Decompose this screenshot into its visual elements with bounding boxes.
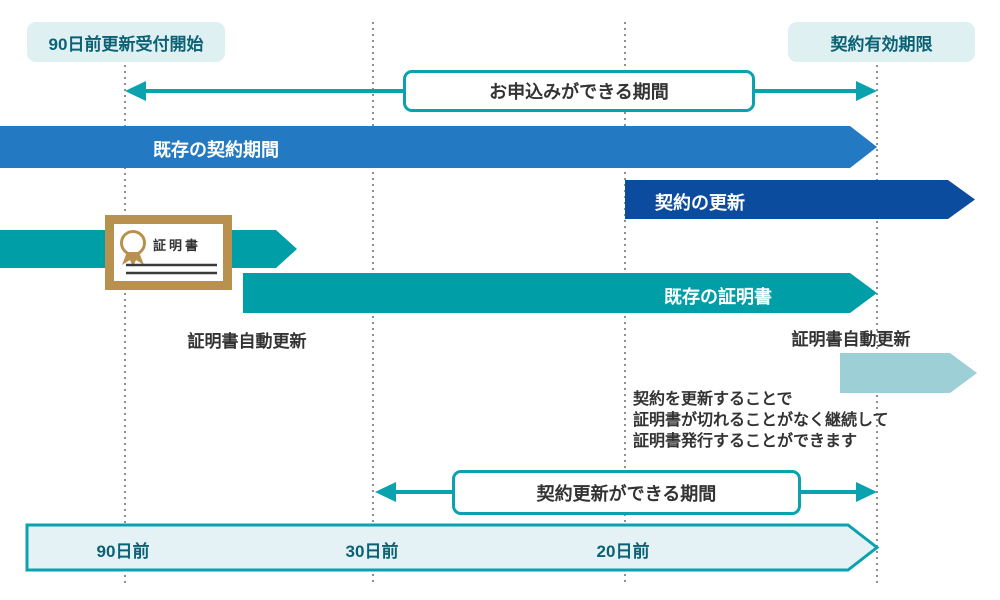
certificate-label: 証明書 <box>153 238 202 253</box>
timeline-marker-30days: 30日前 <box>345 542 399 561</box>
future-certificate-arrow <box>840 353 977 393</box>
certificate-medal-icon <box>120 230 146 256</box>
certificate-ribbon-icon <box>122 252 144 267</box>
start-milestone-label: 90日前更新受付開始 <box>48 34 204 54</box>
contract-renewal-label: 契約の更新 <box>655 193 745 213</box>
existing-certificate-label: 既存の証明書 <box>664 287 772 307</box>
contract-renewal-bar <box>625 180 975 219</box>
existing-contract-bar <box>0 126 877 168</box>
renewal-period-label-box: 契約更新ができる期間 <box>452 470 801 515</box>
start-milestone-badge: 90日前更新受付開始 <box>27 22 225 62</box>
expiry-milestone-label: 契約有効期限 <box>830 34 933 54</box>
renewal-benefit-note: 契約を更新することで 証明書が切れることがなく継続して 証明書発行することができ… <box>633 391 889 450</box>
existing-certificate-bar <box>243 273 877 313</box>
expiry-milestone-badge: 契約有効期限 <box>788 22 975 62</box>
apply-period-arrowhead-right <box>856 81 877 101</box>
auto-renewal-label-left: 証明書自動更新 <box>187 332 307 351</box>
auto-renewal-label-right: 証明書自動更新 <box>791 330 911 349</box>
renewal-period-arrowhead-left <box>375 482 396 502</box>
apply-period-label-box: お申込みができる期間 <box>403 70 755 112</box>
apply-period-arrowhead-left <box>125 81 146 101</box>
existing-contract-label: 既存の契約期間 <box>153 140 279 160</box>
timeline-marker-90days: 90日前 <box>96 542 150 561</box>
apply-period-label: お申込みができる期間 <box>489 82 669 102</box>
timeline-marker-20days: 20日前 <box>596 542 650 561</box>
renewal-period-label: 契約更新ができる期間 <box>536 483 717 504</box>
certificate-icon <box>105 215 232 290</box>
renewal-period-arrowhead-right <box>856 482 877 502</box>
timeline-bar <box>25 523 880 572</box>
